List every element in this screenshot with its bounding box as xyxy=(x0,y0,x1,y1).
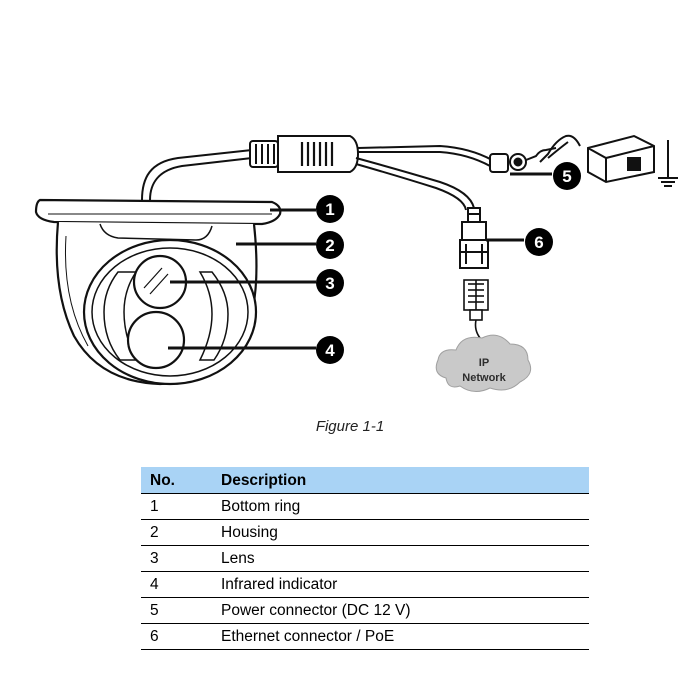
cell-no: 4 xyxy=(141,571,212,598)
cell-no: 2 xyxy=(141,519,212,546)
ethernet-plug xyxy=(459,207,489,269)
header-description: Description xyxy=(212,467,589,494)
cell-description: Power connector (DC 12 V) xyxy=(212,597,589,624)
figure-caption: Figure 1-1 xyxy=(315,418,385,435)
dome-camera xyxy=(34,198,282,386)
callout-number: 3 xyxy=(325,274,334,293)
table-row: 1 Bottom ring xyxy=(141,493,589,520)
callout-badge-2: 2 xyxy=(316,231,344,259)
parts-table: No. Description 1 Bottom ring 2 Housing … xyxy=(141,467,589,650)
callout-badge-5: 5 xyxy=(553,162,581,190)
cell-description: Lens xyxy=(212,545,589,572)
callout-badge-6: 6 xyxy=(525,228,553,256)
power-connector xyxy=(489,134,581,173)
infrared-indicator-shape xyxy=(126,310,186,370)
cell-description: Ethernet connector / PoE xyxy=(212,623,589,650)
callout-number: 5 xyxy=(562,167,571,186)
callout-badge-3: 3 xyxy=(316,269,344,297)
cell-no: 1 xyxy=(141,493,212,520)
network-plug xyxy=(463,279,489,339)
table-row: 5 Power connector (DC 12 V) xyxy=(141,597,589,624)
callout-badges: 1 2 3 4 5 6 xyxy=(316,162,581,364)
cell-no: 6 xyxy=(141,623,212,650)
callout-badge-4: 4 xyxy=(316,336,344,364)
bottom-ring-shape xyxy=(34,198,282,226)
branch-cables xyxy=(355,144,493,211)
table-row: 4 Infrared indicator xyxy=(141,571,589,598)
cell-no: 3 xyxy=(141,545,212,572)
table-row: 3 Lens xyxy=(141,545,589,572)
cable-splitter xyxy=(249,135,360,173)
callout-number: 2 xyxy=(325,236,334,255)
camera-cable xyxy=(141,149,253,201)
callout-number: 1 xyxy=(325,200,334,219)
table-header-row: No. Description xyxy=(141,467,589,494)
callout-number: 6 xyxy=(534,233,543,252)
ip-network-cloud: IP Network xyxy=(435,334,532,392)
header-no: No. xyxy=(141,467,212,494)
cell-description: Bottom ring xyxy=(212,493,589,520)
callout-number: 4 xyxy=(325,341,335,360)
power-adapter xyxy=(587,134,678,187)
cell-description: Infrared indicator xyxy=(212,571,589,598)
cell-description: Housing xyxy=(212,519,589,546)
camera-diagram: IP Network 1 xyxy=(34,134,678,392)
table-row: 6 Ethernet connector / PoE xyxy=(141,623,589,650)
table-row: 2 Housing xyxy=(141,519,589,546)
callout-badge-1: 1 xyxy=(316,195,344,223)
cloud-label-ip: IP xyxy=(479,357,489,369)
cell-no: 5 xyxy=(141,597,212,624)
cloud-label-network: Network xyxy=(462,372,506,384)
callout-leaders xyxy=(168,172,552,350)
